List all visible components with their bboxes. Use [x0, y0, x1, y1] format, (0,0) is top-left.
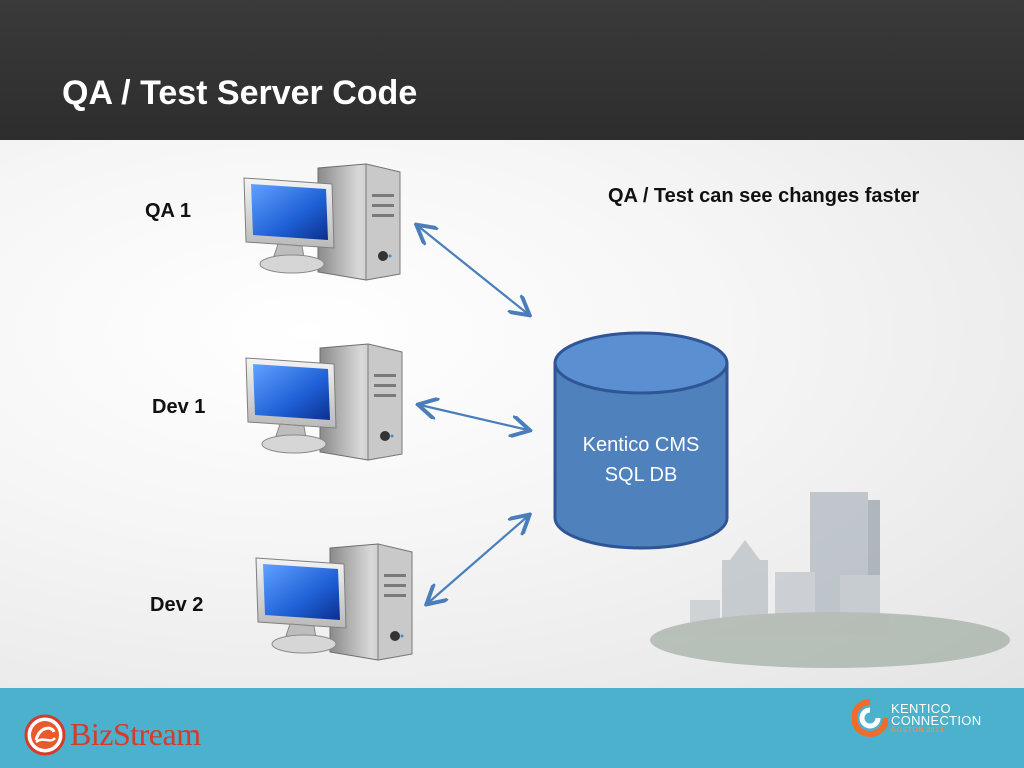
- bizstream-logo-icon: [24, 714, 66, 756]
- database-label: Kentico CMS SQL DB: [555, 430, 727, 490]
- database-label-line1: Kentico CMS: [582, 434, 700, 456]
- kentico-connection-logo-icon: [852, 699, 888, 737]
- dev1-db-arrow: [420, 405, 528, 430]
- qa1-computer-icon: [243, 163, 401, 281]
- qa1-label: QA 1: [145, 200, 191, 222]
- database-cylinder: [553, 331, 729, 550]
- note-text: QA / Test can see changes faster: [608, 185, 920, 207]
- database-label-line2: SQL DB: [604, 464, 678, 486]
- city-skyline: [650, 492, 1010, 668]
- dev2-computer-icon: [255, 543, 413, 661]
- bizstream-trademark: ™: [190, 730, 197, 737]
- qa1-db-arrow: [418, 226, 528, 314]
- dev2-label: Dev 2: [150, 594, 204, 616]
- dev2-db-arrow: [428, 516, 528, 603]
- footer-bar: [0, 688, 1024, 768]
- kentico-line1: KENTICO: [891, 701, 951, 716]
- kentico-line2: CONNECTION: [891, 713, 982, 728]
- dev1-computer-icon: [245, 343, 403, 461]
- slide-title: QA / Test Server Code: [62, 74, 418, 112]
- title-bar: QA / Test Server Code: [0, 0, 1024, 140]
- kentico-subline: BOSTON 2013: [891, 727, 944, 734]
- dev1-label: Dev 1: [152, 396, 206, 418]
- bizstream-wordmark: BizStream: [70, 716, 201, 752]
